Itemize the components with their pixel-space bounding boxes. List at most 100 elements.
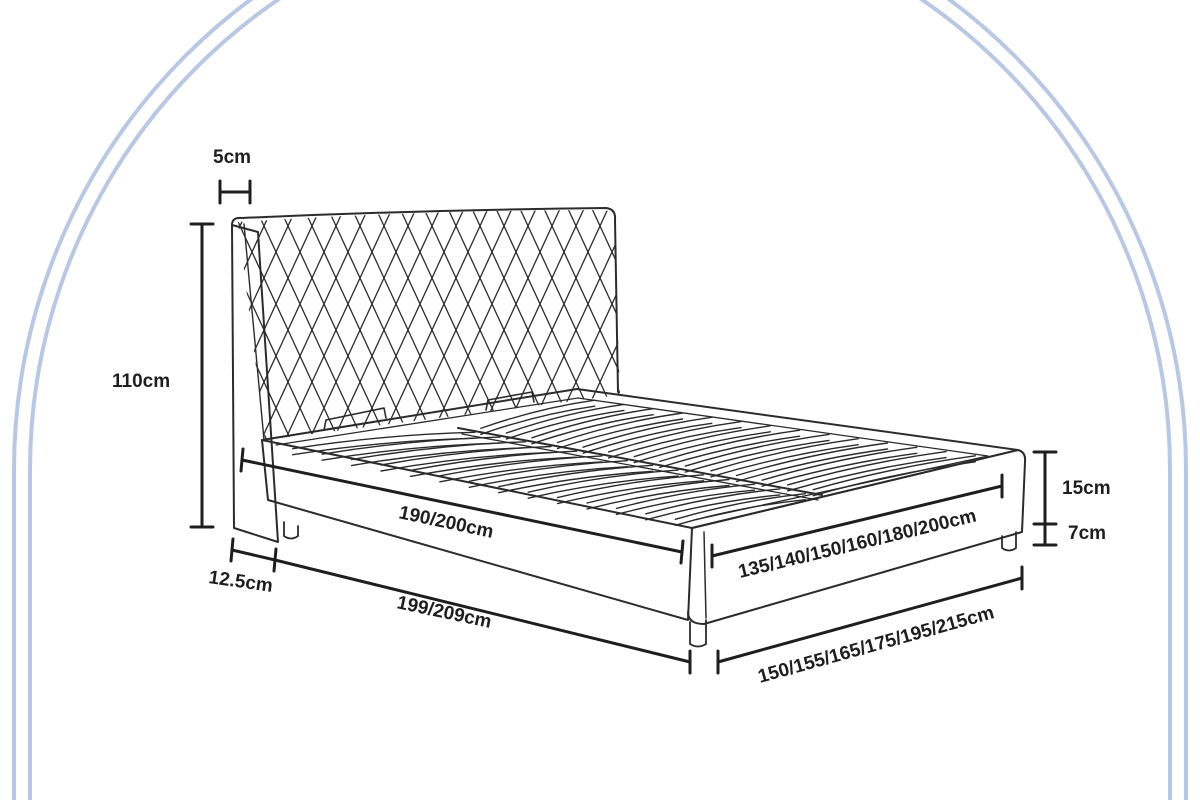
slat [531, 408, 654, 445]
frame-side-panel [261, 439, 693, 621]
arch-frame [12, 0, 1188, 800]
quilt-line [587, 210, 620, 440]
slat [468, 459, 628, 488]
dim-frame-and-leg-height [1032, 450, 1058, 547]
slat [556, 474, 705, 505]
quilt-line [108, 200, 228, 460]
quilt-line [1116, 200, 1200, 460]
slat [409, 450, 578, 478]
quilt-line [948, 200, 1068, 460]
label-outer-width: 150/155/165/175/195/215cm [756, 602, 997, 687]
dim-inner-length [239, 447, 685, 565]
quilt-line [876, 200, 996, 460]
quilt-line [732, 200, 852, 460]
label-leg-height: 7cm [1068, 523, 1106, 544]
quilt-line [563, 210, 620, 440]
slat [684, 433, 830, 473]
quilt-line [804, 200, 924, 460]
quilt-line [0, 200, 84, 460]
slat [786, 450, 947, 492]
slat [761, 446, 918, 487]
quilt-line [828, 200, 948, 460]
slat [674, 492, 806, 526]
quilt-line [996, 200, 1116, 460]
dim-inner-width [710, 473, 1004, 569]
slat [812, 455, 977, 497]
leg-right [1001, 531, 1017, 552]
quilt-line [299, 210, 421, 440]
headboard [0, 200, 1200, 543]
quilt-line [108, 200, 228, 460]
quilt-line [660, 200, 780, 460]
slat [615, 483, 756, 516]
quilt-line [371, 210, 493, 440]
quilt-line [395, 210, 517, 440]
frame-foot-panel [687, 449, 1027, 625]
quilt-line [948, 200, 1068, 460]
quilt-line [238, 210, 277, 440]
quilt-line [828, 200, 948, 460]
slat [735, 442, 889, 483]
quilt-line [36, 200, 156, 460]
quilt-line [852, 200, 972, 460]
quilt-line [732, 200, 852, 460]
label-outer-length: 199/209cm [395, 592, 493, 633]
quilt-line [419, 210, 541, 440]
leg-front [689, 619, 707, 648]
slat [633, 425, 772, 464]
quilt-line [756, 200, 876, 460]
gas-lift-bracket-left [323, 407, 387, 431]
arch-inner [28, 0, 1172, 800]
slat [527, 469, 679, 499]
quilt-line [924, 200, 1044, 460]
quilt-line [900, 200, 1020, 460]
slat [710, 438, 859, 478]
slat [556, 412, 684, 450]
bed-slats [292, 399, 977, 526]
quilt-line [756, 200, 876, 460]
slat [582, 416, 713, 454]
quilt-line [780, 200, 900, 460]
dim-side-depth [229, 537, 278, 573]
quilt-line [900, 200, 1020, 460]
frame-corner-edge [703, 531, 707, 619]
dim-headboard-height [189, 222, 215, 529]
quilt-line [876, 200, 996, 460]
quilt-line [84, 200, 204, 460]
label-headboard-thickness: 5cm [213, 147, 251, 168]
label-headboard-height: 110cm [112, 371, 170, 392]
slat [586, 478, 730, 510]
dim-outer-width [716, 565, 1024, 675]
quilt-line [804, 200, 924, 460]
quilt-line [780, 200, 900, 460]
headboard-outline [231, 207, 619, 393]
label-inner-width: 135/140/150/160/180/200cm [736, 505, 978, 582]
slat [498, 464, 654, 494]
slat [607, 420, 742, 459]
quilt-line [347, 210, 469, 440]
quilt-line [36, 200, 156, 460]
slat [659, 429, 801, 469]
quilt-line [924, 200, 1044, 460]
dim-outer-length [273, 558, 692, 675]
label-side-depth: 12.5cm [207, 567, 274, 597]
quilt-line [972, 200, 1092, 460]
slat [505, 403, 625, 440]
headboard-wing-edge [243, 223, 265, 441]
quilt-line [84, 200, 204, 460]
leg-back [283, 521, 299, 540]
quilt-line [0, 200, 84, 460]
quilt-line [0, 200, 12, 460]
dimension-lines [189, 179, 1058, 675]
gas-lift-bracket-right [485, 391, 535, 411]
quilt-line [996, 200, 1116, 460]
slat [480, 399, 596, 436]
headboard-quilting [0, 200, 1200, 460]
quilt-line [0, 200, 12, 460]
center-rail-edge [461, 433, 819, 501]
quilt-line [660, 200, 780, 460]
quilt-line [852, 200, 972, 460]
label-frame-height: 15cm [1062, 478, 1111, 499]
slat [645, 488, 781, 521]
